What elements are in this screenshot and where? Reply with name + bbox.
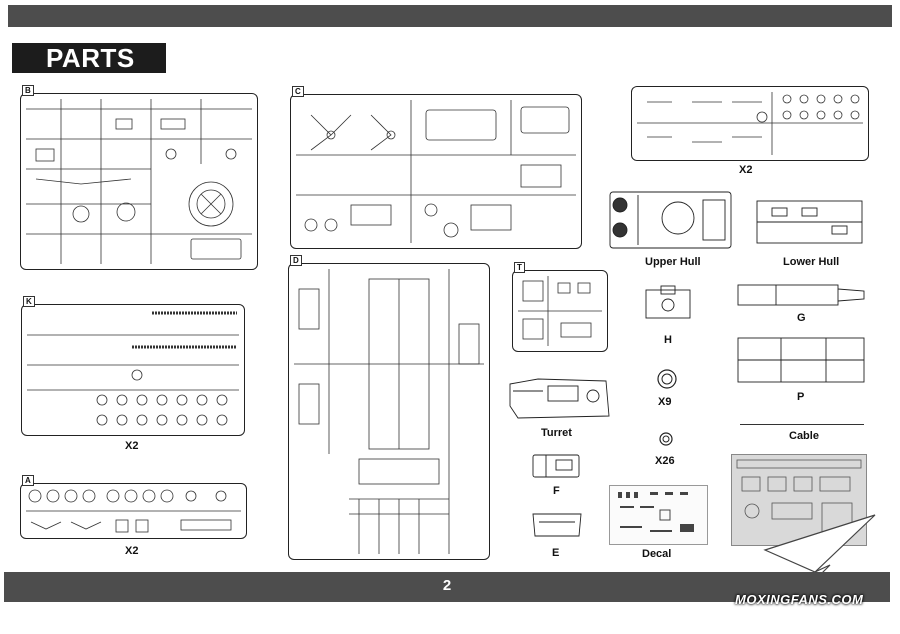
label-f: F [553, 485, 560, 497]
sprue-tag-d: D [290, 255, 302, 266]
turret-drawing [509, 378, 610, 419]
label-k-multiplier: X2 [125, 440, 139, 452]
lower-hull-drawing [756, 200, 863, 244]
f-part-drawing [532, 454, 580, 478]
sprue-c-drawing [296, 100, 576, 243]
upper-hull-drawing [609, 191, 732, 249]
sprue-a: A [20, 475, 247, 539]
x26-ring-drawing [659, 432, 673, 446]
sprue-k: K [21, 296, 245, 436]
x9-ring-drawing [657, 369, 677, 389]
turret-part [508, 376, 611, 421]
sprue-d-drawing [294, 269, 484, 554]
page-number: 2 [442, 577, 452, 594]
h-part-drawing [645, 285, 691, 319]
sprue-j [631, 86, 869, 161]
sprue-k-drawing [27, 311, 239, 426]
label-a-multiplier: X2 [125, 545, 139, 557]
cable-part [740, 424, 864, 425]
g-part [736, 283, 866, 307]
label-p: P [797, 391, 805, 403]
sprue-d: D [288, 255, 490, 560]
sprue-t: T [512, 262, 608, 352]
label-x26: X26 [655, 455, 675, 467]
sprue-t-drawing [518, 276, 602, 346]
label-cable: Cable [789, 430, 819, 442]
e-part-drawing [532, 513, 582, 537]
label-upper-hull: Upper Hull [645, 256, 701, 268]
lower-hull-part [752, 196, 867, 248]
sprue-j-drawing [637, 92, 863, 155]
label-turret: Turret [541, 427, 572, 439]
sprue-b-drawing [26, 99, 252, 264]
sprue-b: B [20, 85, 258, 270]
p-part [736, 336, 866, 384]
label-decal: Decal [642, 548, 672, 560]
g-part-drawing [737, 284, 865, 306]
sprue-a-drawing [26, 489, 241, 533]
label-x9: X9 [658, 396, 672, 408]
top-band [8, 5, 892, 27]
label-j-multiplier: X2 [739, 164, 753, 176]
x9-part [656, 368, 678, 390]
label-g: G [797, 312, 806, 324]
sprue-tag-t: T [514, 262, 525, 273]
h-part [643, 285, 693, 323]
sprue-tag-b: B [22, 85, 34, 96]
label-e: E [552, 547, 560, 559]
sprue-tag-c: C [292, 86, 304, 97]
p-part-drawing [737, 337, 865, 383]
sprue-tag-a: A [22, 475, 34, 486]
watermark-text: MOXINGFANS.COM [735, 592, 864, 607]
sprue-tag-k: K [23, 296, 35, 307]
decal-sheet [609, 485, 708, 545]
x26-part [659, 432, 673, 446]
bottom-band: 2 [4, 572, 890, 602]
label-lower-hull: Lower Hull [783, 256, 840, 268]
upper-hull-part [608, 190, 733, 250]
sprue-c: C [290, 86, 582, 249]
decal-drawing [618, 492, 694, 532]
e-part [531, 510, 583, 540]
page-title: PARTS [12, 43, 166, 73]
label-h: H [664, 334, 672, 346]
f-part [531, 453, 581, 479]
